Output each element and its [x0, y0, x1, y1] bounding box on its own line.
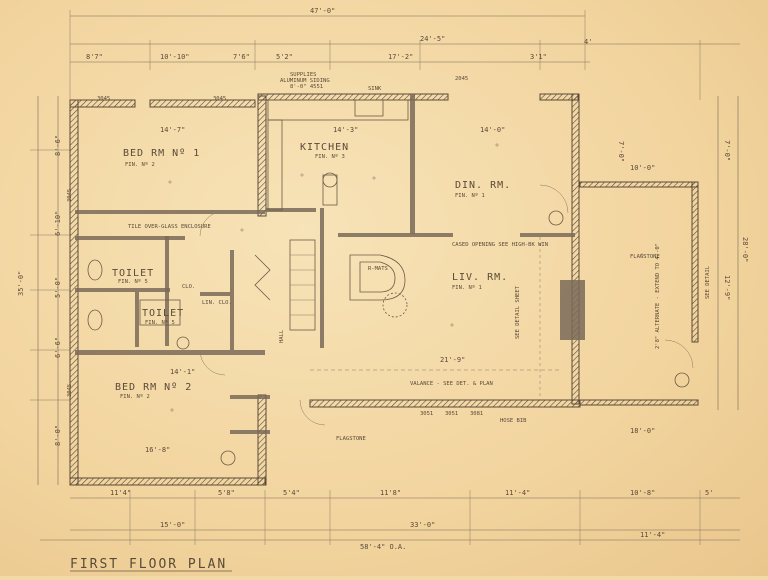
door-size-7: 3051: [445, 411, 458, 417]
dim-top-g: 4': [584, 38, 592, 46]
bed1-size: 14'-7": [160, 126, 185, 134]
dim-top-h: 24'-5": [420, 35, 445, 43]
closet-label: CLO.: [182, 284, 195, 290]
dim-bottom-a: 11'4": [110, 489, 131, 497]
dim-bottom-g: 5': [705, 489, 713, 497]
toilet2-finish: FIN. Nº 5: [118, 278, 148, 285]
note-terrace: 2'8" ALTERNATE - EXTEND TO 4'-0": [655, 243, 661, 349]
dim-top-b: 10'-10": [160, 53, 190, 61]
dim-left-d: 6'-6": [54, 337, 62, 358]
dim-left-e: 8'-0": [54, 425, 62, 446]
living-finish: FIN. Nº 1: [452, 284, 482, 291]
stairs: [254, 239, 316, 331]
note-aluminum: ALUMINUM SIDING: [280, 78, 330, 84]
door-size-5: 2045: [455, 76, 468, 82]
note-tile: TILE OVER-GLASS ENCLOSURE: [128, 224, 211, 230]
living-size: 21'-9": [440, 356, 465, 364]
bed2-size2: 16'-8": [145, 446, 170, 454]
bed2-finish: FIN. Nº 2: [120, 393, 150, 400]
bed1-finish: FIN. Nº 2: [125, 161, 155, 168]
sheet-title: FIRST FLOOR PLAN: [70, 557, 227, 572]
dining-finish: FIN. Nº 1: [455, 192, 485, 199]
dim-top-a: 8'7": [86, 53, 103, 61]
title-block: FIRST FLOOR PLAN: [70, 557, 232, 572]
note-cased: CASED OPENING SEE HIGH-BK WIN: [452, 242, 548, 248]
dim-bottom-d: 11'8": [380, 489, 401, 497]
note-valance: VALANCE - SEE DET. & PLAN: [410, 381, 493, 387]
toilet2-name: TOILET: [112, 268, 154, 279]
kitchen-size: 14'-3": [333, 126, 358, 134]
dim-left-c: 5'-0": [54, 277, 62, 298]
door-size-6: 3051: [420, 411, 433, 417]
bed1-name: BED RM Nº 1: [123, 148, 200, 159]
door-size-4: 3045: [67, 384, 73, 397]
dining-name: DIN. RM.: [455, 180, 511, 191]
note-sink: SINK: [368, 86, 382, 92]
linen-closet-label: LIN. CLO.: [202, 300, 232, 306]
dim-right-d: 7'-0": [617, 141, 625, 162]
dining-size: 14'-0": [480, 126, 505, 134]
note-hose: HOSE BIB: [500, 418, 527, 424]
note-edgar: 8'-0" 4551: [290, 84, 323, 90]
bed2-size: 14'-1": [170, 368, 195, 376]
dim-left-a: 8'-6": [54, 135, 62, 156]
overall-depth: 35'-0": [17, 271, 25, 296]
door-size-1: 3045: [97, 96, 110, 102]
dim-right-b: 28'-0": [741, 237, 749, 262]
dim-bottom-right-total: 11'-4": [640, 531, 665, 539]
note-flagstone-2: FLAGSTONE: [336, 436, 366, 442]
toilet1-finish: FIN. Nº 5: [145, 319, 175, 326]
living-name: LIV. RM.: [452, 272, 508, 283]
door-size-8: 3081: [470, 411, 483, 417]
dim-bottom-left-total: 15'-0": [160, 521, 185, 529]
section-markers: [176, 210, 690, 466]
dimension-labels: 47'-0" 24'-5" 8'7" 10'-10" 7'6" 5'2" 17'…: [17, 7, 749, 551]
porch-depth: 18'-0": [630, 427, 655, 435]
note-supplies: SUPPLIES: [290, 72, 317, 78]
kitchen-finish: FIN. Nº 3: [315, 153, 345, 160]
note-rmats: R-MATS: [368, 266, 388, 272]
note-porch: SEE DETAIL: [705, 265, 711, 299]
hall-label: HALL: [279, 329, 285, 343]
dim-bottom-e: 11'-4": [505, 489, 530, 497]
exterior-walls: [69, 93, 699, 486]
bathroom-fixtures: [87, 259, 181, 331]
bed2-name: BED RM Nº 2: [115, 382, 192, 393]
toilet1-name: TOILET: [142, 308, 184, 319]
overall-width: 47'-0": [310, 7, 335, 15]
overall-oa: 58'-4" O.A.: [360, 543, 406, 551]
plan-notes: SUPPLIES ALUMINUM SIDING 8'-0" 4551 SINK…: [67, 72, 711, 442]
dim-top-c: 7'6": [233, 53, 250, 61]
dim-right-c: 12'-9": [723, 275, 731, 300]
note-flagstone: FLAGSTONE: [630, 254, 660, 260]
door-swings: [199, 184, 694, 426]
dim-bottom-b: 5'8": [218, 489, 235, 497]
interior-walls: [75, 94, 585, 434]
dim-top-f: 3'1": [530, 53, 547, 61]
living-fixtures: [310, 237, 560, 400]
door-size-2: 3045: [213, 96, 226, 102]
kitchen-fixtures: [267, 99, 409, 211]
kitchen-name: KITCHEN: [300, 142, 349, 153]
dim-right-a: 7'-0": [723, 140, 731, 161]
dim-bottom-mid-total: 33'-0": [410, 521, 435, 529]
dimension-lines: [30, 10, 740, 545]
door-size-3: 3045: [67, 189, 73, 202]
dim-left-b: 6'-10": [54, 211, 62, 236]
dim-bottom-f: 10'-8": [630, 489, 655, 497]
porch-size: 10'-0": [630, 164, 655, 172]
note-wall: SEE DETAIL SHEET: [515, 285, 521, 339]
dim-top-e: 17'-2": [388, 53, 413, 61]
dim-top-d: 5'2": [276, 53, 293, 61]
electrical-symbols: [168, 143, 644, 412]
room-labels: 14'-7" BED RM Nº 1 FIN. Nº 2 14'-3" KITC…: [112, 126, 655, 454]
dim-bottom-c: 5'4": [283, 489, 300, 497]
